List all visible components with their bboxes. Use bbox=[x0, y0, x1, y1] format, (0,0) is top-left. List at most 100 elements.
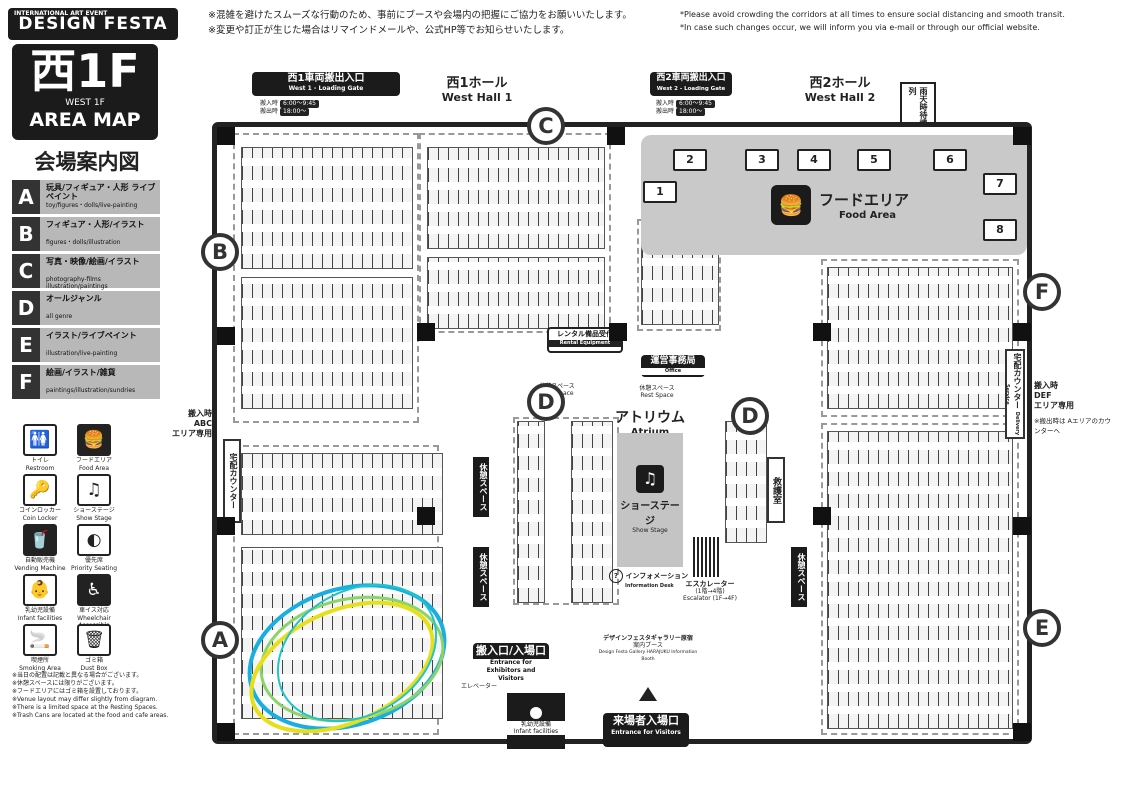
booth-block bbox=[571, 421, 613, 603]
smoking-area-icon: 🚬 bbox=[23, 624, 57, 656]
booth-block bbox=[427, 147, 605, 249]
coin-locker-icon: 🔑 bbox=[23, 474, 57, 506]
note-tail: エリア専用 bbox=[1034, 401, 1074, 410]
out-time: 18:00〜 bbox=[676, 108, 706, 116]
facility-en: Food Area bbox=[78, 465, 110, 472]
delivery-counter-west: 宅配カウンター bbox=[223, 439, 241, 523]
wheelchair-icon: ♿ bbox=[77, 574, 111, 606]
delivery-counter-east: 宅配カウンター Delivery Service bbox=[1004, 349, 1025, 439]
delivery-jp: 宅配カウンター bbox=[229, 453, 238, 509]
food-stall-6: 6 bbox=[933, 149, 967, 171]
escalator-range: (1階→4階) bbox=[695, 588, 725, 595]
booth-block bbox=[427, 257, 605, 329]
rest-space-label: 休憩スペース Rest Space bbox=[637, 385, 677, 399]
west1-loading-gate: 西1車両搬出入口 West 1 - Loading Gate bbox=[252, 72, 400, 96]
priority-seating-icon: ◐ bbox=[77, 524, 111, 556]
facility-jp: フードエリア bbox=[75, 457, 112, 464]
facility-en: Vending Machine bbox=[14, 565, 66, 572]
first-aid-station: 救護室 bbox=[767, 457, 785, 523]
gallery-info-booth: デザインフェスタギャラリー原宿 案内ブース Design Festa Galle… bbox=[593, 635, 703, 663]
legend-jp: イラスト/ライブペイント bbox=[46, 331, 137, 340]
food-area-en: Food Area bbox=[839, 210, 897, 221]
notice-jp-line: ※変更や訂正が生じた場合はリマインドメールや、公式HP等でお知らせいたします。 bbox=[208, 25, 570, 36]
facility-en: Restroom bbox=[25, 465, 55, 472]
facility-jp: ゴミ箱 bbox=[84, 657, 103, 664]
out-label: 搬出時 bbox=[260, 108, 279, 115]
infant-en: Infant facilities bbox=[513, 728, 559, 735]
rest-en: Rest Space bbox=[640, 392, 674, 399]
pillar bbox=[1013, 517, 1031, 535]
pillar bbox=[417, 323, 435, 341]
note-head: 搬入時 bbox=[188, 409, 212, 418]
west2-gate-en: West 2 - Loading Gate bbox=[656, 86, 726, 92]
area-label-d2: D bbox=[731, 397, 769, 435]
facility-jp: 自動販売機 bbox=[24, 557, 55, 564]
infant-jp: 乳幼児設備 bbox=[520, 721, 551, 728]
exhibitor-entrance[interactable]: 搬入口/入場口 Entrance for Exhibitors and Visi… bbox=[473, 643, 549, 683]
first-aid-jp: 救護室 bbox=[771, 476, 781, 504]
west-hall-1-name: 西1ホール West Hall 1 bbox=[432, 72, 522, 104]
info-en: Information Desk bbox=[625, 583, 674, 589]
notice-en: *Please avoid crowding the corridors at … bbox=[680, 8, 1100, 34]
gallery-booth: 案内ブース bbox=[633, 642, 663, 649]
escalator-jp: エスカレーター bbox=[685, 580, 735, 588]
visitor-entrance[interactable]: 来場者入場口 Entrance for Visitors bbox=[603, 713, 689, 747]
legend-key: F bbox=[12, 365, 40, 399]
show-stage-icon: ♫ bbox=[77, 474, 111, 506]
escalator-icon bbox=[693, 537, 721, 577]
area-map-title: AREA MAP bbox=[29, 109, 141, 131]
west-hall-2-name: 西2ホール West Hall 2 bbox=[790, 72, 890, 104]
information-icon: ? bbox=[609, 569, 623, 583]
exhibitor-entrance-en: Entrance for Exhibitors and Visitors bbox=[473, 659, 549, 683]
out-label: 搬出時 bbox=[656, 108, 675, 115]
food-icon: 🍔 bbox=[771, 185, 811, 225]
floor-title: 西1F bbox=[30, 44, 140, 98]
note-out: ※搬出時は Aエリアのカウンターへ bbox=[1034, 417, 1111, 435]
footnote-line: ※There is a limited space at the Resting… bbox=[12, 704, 158, 711]
legend-jp: 絵画/イラスト/雑貨 bbox=[46, 368, 116, 377]
pillar bbox=[217, 327, 235, 345]
rain-shelter-label: 雨天時待機列 bbox=[908, 87, 928, 127]
zone-b bbox=[233, 133, 419, 423]
legend-en: toy/figures・dolls/live-painting bbox=[46, 202, 138, 209]
rest-jp: 休憩スペース bbox=[479, 553, 488, 601]
rest-space-west: 休憩スペース bbox=[473, 457, 489, 517]
facility-jp: 喫煙所 bbox=[30, 657, 49, 664]
show-stage: ♫ ショーステージ Show Stage bbox=[617, 433, 683, 567]
legend-key: A bbox=[12, 180, 40, 214]
west1-gate-en: West 1 - Loading Gate bbox=[288, 85, 364, 92]
in-label: 搬入時 bbox=[656, 100, 675, 107]
dust-box-icon: 🗑 bbox=[77, 624, 111, 656]
info-jp: インフォメーション bbox=[625, 572, 689, 580]
atrium-name: アトリウム Atrium bbox=[605, 407, 695, 438]
pillar bbox=[1013, 723, 1031, 741]
in-label: 搬入時 bbox=[260, 100, 279, 107]
gallery-jp: デザインフェスタギャラリー原宿 bbox=[603, 635, 693, 642]
zone-e bbox=[821, 423, 1019, 735]
booth-block bbox=[725, 421, 767, 543]
pillar bbox=[217, 517, 235, 535]
west2-hall-jp: 西2ホール bbox=[809, 76, 871, 91]
food-area-jp: フードエリア bbox=[819, 191, 910, 209]
legend-en: figures・dolls/illustration bbox=[46, 239, 121, 246]
facility-jp: 優先席 bbox=[84, 557, 103, 564]
legend-en: photography-films illustration/paintings bbox=[46, 276, 108, 290]
note-keys: DEF bbox=[1034, 391, 1052, 400]
vending-machine-icon: 🥤 bbox=[23, 524, 57, 556]
booth-block bbox=[827, 431, 1013, 729]
event-tagline: INTERNATIONAL ART EVENT bbox=[14, 10, 108, 17]
notice-en-line: *In case such changes occur, we will inf… bbox=[680, 23, 1040, 32]
facility-en: Priority Seating bbox=[70, 565, 118, 572]
food-stall-8: 8 bbox=[983, 219, 1017, 241]
rental-jp: レンタル備品受付 bbox=[557, 330, 613, 338]
rest-jp: 休憩スペース bbox=[479, 463, 488, 511]
